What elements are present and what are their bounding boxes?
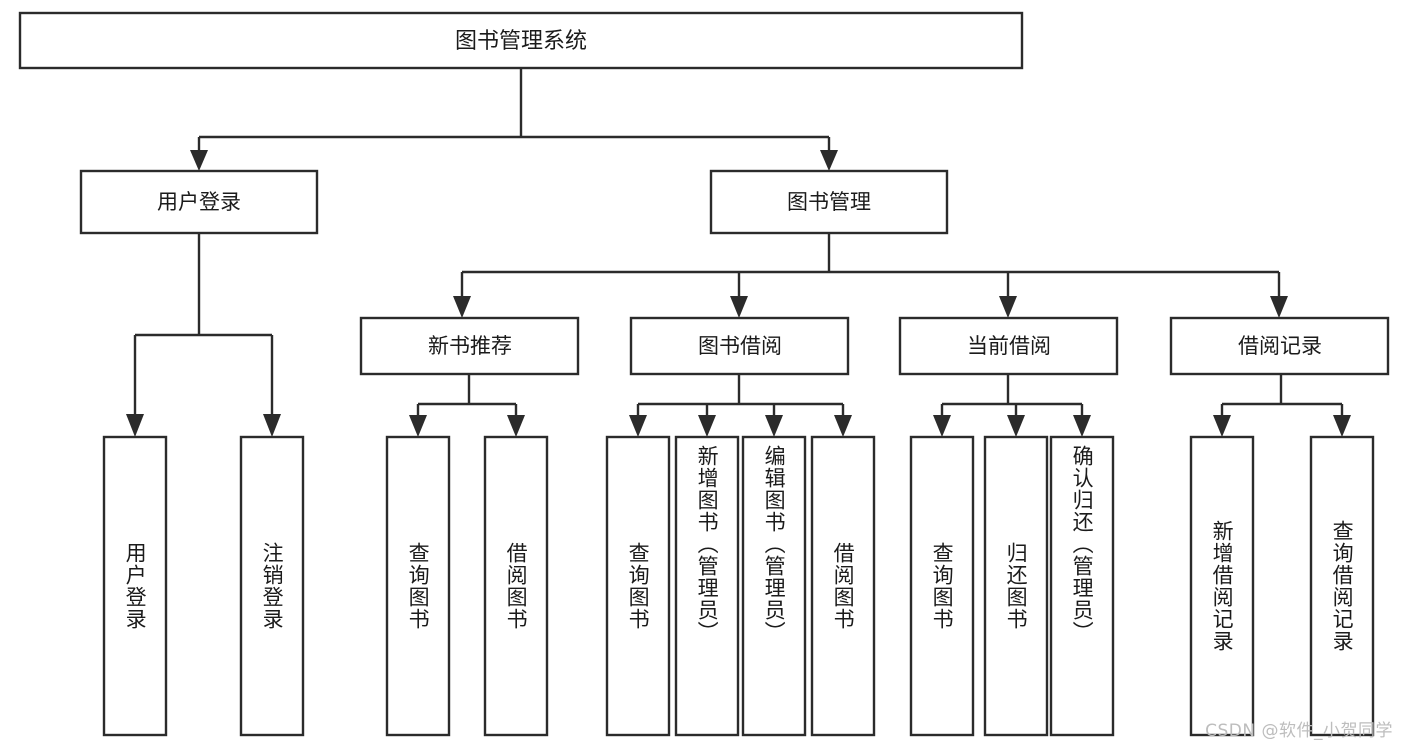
node-leaf-query-book-recommend-box[interactable]	[385, 435, 451, 737]
node-current-borrow-box[interactable]	[898, 316, 1119, 376]
arrow-head-book-management	[820, 150, 838, 171]
node-leaf-borrow-book-box[interactable]	[810, 435, 876, 737]
node-leaf-query-borrow-record-box[interactable]	[1309, 435, 1375, 737]
node-leaf-borrow-book-recommend-box[interactable]	[483, 435, 549, 737]
node-user-login-box[interactable]	[79, 169, 319, 235]
arrow-head-leaf-return-book	[1007, 415, 1025, 437]
node-leaf-add-borrow-record-box[interactable]	[1189, 435, 1255, 737]
node-root[interactable]: 图书管理系统	[18, 11, 1024, 70]
arrow-head-leaf-query-book-borrow	[629, 415, 647, 437]
arrow-head-leaf-borrow-book-recommend	[507, 415, 525, 437]
node-borrow-record[interactable]: 借阅记录	[1169, 316, 1390, 376]
node-layer: 图书管理系统 用户登录 图书管理 新书推荐 图书借阅 当前	[18, 11, 1390, 737]
node-borrow-record-label: 借阅记录	[1238, 334, 1322, 358]
node-user-login[interactable]: 用户登录	[79, 169, 319, 235]
arrow-head-new-book-recommend	[453, 296, 471, 318]
arrow-head-leaf-add-borrow-record	[1213, 415, 1231, 437]
node-new-book-recommend-box[interactable]	[359, 316, 580, 376]
arrow-head-leaf-user-login	[126, 414, 144, 437]
node-current-borrow[interactable]: 当前借阅	[898, 316, 1119, 376]
node-root-box[interactable]	[18, 11, 1024, 70]
node-leaf-query-book-borrow-box[interactable]	[605, 435, 671, 737]
node-borrow-record-box[interactable]	[1169, 316, 1390, 376]
arrow-head-current-borrow	[999, 296, 1017, 318]
node-leaf-edit-book-box[interactable]	[741, 435, 807, 737]
node-leaf-confirm-return-box[interactable]	[1049, 435, 1115, 737]
node-root-label: 图书管理系统	[455, 29, 587, 54]
arrow-head-borrow-record	[1270, 296, 1288, 318]
arrow-head-leaf-query-book-recommend	[409, 415, 427, 437]
node-book-management-label: 图书管理	[787, 190, 871, 214]
node-leaf-return-book-box[interactable]	[983, 435, 1049, 737]
node-new-book-recommend[interactable]: 新书推荐	[359, 316, 580, 376]
node-book-management[interactable]: 图书管理	[709, 169, 949, 235]
node-book-borrow-box[interactable]	[629, 316, 850, 376]
arrow-head-leaf-borrow-book	[834, 415, 852, 437]
arrow-head-leaf-confirm-return	[1073, 415, 1091, 437]
arrow-head-user-login	[190, 150, 208, 171]
node-book-borrow-label: 图书借阅	[698, 334, 782, 358]
node-leaf-user-login-box[interactable]	[102, 435, 168, 737]
arrow-head-leaf-query-book-current	[933, 415, 951, 437]
arrow-head-leaf-add-book	[698, 415, 716, 437]
node-current-borrow-label: 当前借阅	[967, 334, 1051, 358]
node-book-management-box[interactable]	[709, 169, 949, 235]
arrow-head-leaf-logout	[263, 414, 281, 437]
node-new-book-recommend-label: 新书推荐	[428, 334, 512, 358]
node-book-borrow[interactable]: 图书借阅	[629, 316, 850, 376]
node-leaf-add-book-box[interactable]	[674, 435, 740, 737]
arrow-head-book-borrow	[730, 296, 748, 318]
arrow-head-leaf-query-borrow-record	[1333, 415, 1351, 437]
connector-layer	[126, 68, 1351, 437]
arrow-head-leaf-edit-book	[765, 415, 783, 437]
node-user-login-label: 用户登录	[157, 190, 241, 214]
csdn-watermark: CSDN @软件_小贺同学	[1205, 721, 1393, 741]
node-leaf-query-book-current-box[interactable]	[909, 435, 975, 737]
node-leaf-logout-box[interactable]	[239, 435, 305, 737]
